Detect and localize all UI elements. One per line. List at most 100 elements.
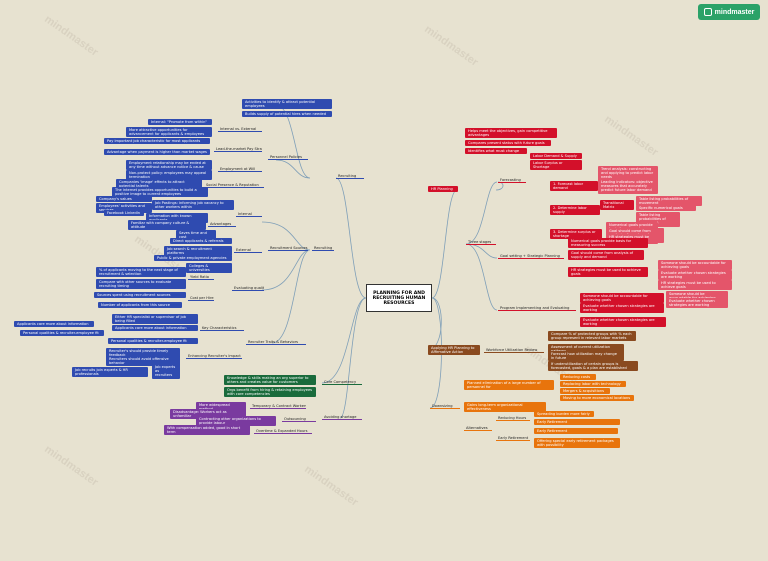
planning-node[interactable]: Forecasting <box>498 178 526 184</box>
recruiting-node[interactable]: The internet provides opportunities to b… <box>112 187 208 198</box>
recruiting-node[interactable]: Sources spent using recruitment sources <box>94 292 186 299</box>
downsizing-node[interactable]: Early Retirement <box>534 419 620 426</box>
planning-node[interactable]: Labor Surplus or Shortage <box>530 160 582 171</box>
affirmative-node[interactable]: Forecast how utilization may change in f… <box>548 351 624 362</box>
recruiting-node[interactable]: Job recruits join experts & HR professio… <box>72 367 148 378</box>
competency-node[interactable]: Orgs benefit from hiring & retaining emp… <box>224 387 316 398</box>
recruiting-node[interactable]: Pay important job characteristic for mos… <box>104 138 210 145</box>
recruiting-node[interactable]: Advantages <box>208 222 236 228</box>
recruiting-node[interactable]: % of applicants moving to the next stage… <box>96 267 186 278</box>
affirmative-node[interactable]: Compare % of protected groups with % eac… <box>548 331 636 342</box>
recruiting-node[interactable]: Internal: "Promote from within" <box>148 119 212 126</box>
recruiting-node[interactable]: Internal vs. External <box>218 127 262 133</box>
recruiting-node[interactable]: Familiar with company culture & attitude <box>128 220 206 231</box>
topic-recruiting[interactable]: Recruiting <box>336 174 364 180</box>
downsizing-node[interactable]: Reducing Hours <box>496 416 530 422</box>
downsizing-node[interactable]: Spreading burden more fairly <box>534 411 594 418</box>
recruiting-node[interactable]: External <box>234 248 262 254</box>
planning-node[interactable]: Evaluate whether chosen strategies are w… <box>580 303 664 314</box>
shortage-node[interactable]: With compensation added, good in short t… <box>164 425 250 436</box>
recruiting-node[interactable]: Activities to identify & attract potenti… <box>242 99 332 110</box>
recruiting-node[interactable]: Advantage when payment is higher than ma… <box>104 149 210 156</box>
topic-hr-planning[interactable]: HR Planning <box>428 186 458 193</box>
recruiting-node[interactable]: Compare with other sources to evaluate r… <box>96 279 186 290</box>
planning-node[interactable]: Trend analysis: constructing and applyin… <box>598 166 658 181</box>
planning-node[interactable]: Goal setting + Strategic Planning <box>498 254 564 260</box>
planning-node[interactable]: Three stages <box>466 240 496 246</box>
recruiting-node[interactable]: Lead-the-market Pay Strategies <box>214 147 262 153</box>
downsizing-node[interactable]: Gains long-term organizational effective… <box>464 402 546 413</box>
recruiting-node[interactable]: Enhancing Recruiter's Impact <box>186 354 242 360</box>
recruiting-node[interactable]: Public & private employment agencies <box>154 255 232 262</box>
recruiting-node[interactable]: Personnel Policies <box>268 155 308 161</box>
recruiting-node[interactable]: Recruiters should avoid offensive behavi… <box>106 356 180 367</box>
recruiting-node[interactable]: Facebook LinkedIn <box>104 210 144 217</box>
planning-node[interactable]: Specific numerical goals <box>636 205 696 212</box>
planning-node[interactable]: Identifies what must change <box>465 148 527 155</box>
downsizing-node[interactable]: Planned elimination of a large number of… <box>464 380 554 391</box>
recruiting-node[interactable]: Company's values <box>96 196 152 203</box>
recruiting-node[interactable]: Social Presence & Reputation <box>204 183 264 189</box>
downsizing-node[interactable]: Early Retirement <box>496 436 530 442</box>
recruiting-node[interactable]: Number of applicants from this source <box>98 302 182 309</box>
shortage-node[interactable]: Overtime & Expanded Hours <box>254 429 312 435</box>
recruiting-node[interactable]: Cost per Hire <box>188 296 214 302</box>
recruiting-node[interactable]: Direct applicants & referrals <box>170 238 232 245</box>
planning-node[interactable]: Compares present status with future goal… <box>465 140 551 147</box>
planning-node[interactable]: Someone should be accountable for achiev… <box>658 260 732 271</box>
recruiting-node[interactable]: Employment at Will <box>218 167 262 173</box>
recruiting-node[interactable]: Non-protect policy: employees may appeal… <box>126 170 212 181</box>
planning-node[interactable]: Numerical goals provide basis for measur… <box>568 238 648 249</box>
recruiting-node[interactable]: Personal qualities & recruiter-employee … <box>20 330 104 337</box>
planning-node[interactable]: 3. Determine surplus or shortage <box>550 229 602 240</box>
recruiting-node[interactable]: Colleges & universities <box>186 263 232 274</box>
recruiting-node[interactable]: Recruiter's should provide timely feedba… <box>106 348 180 359</box>
affirmative-node[interactable]: Workforce Utilization Review <box>484 348 544 354</box>
downsizing-node[interactable]: Early Retirement <box>534 428 618 435</box>
recruiting-node[interactable]: Job experts as recruiters <box>152 364 180 379</box>
planning-node[interactable]: Program Implementing and Evaluating <box>498 306 576 312</box>
affirmative-node[interactable]: If underutilization of certain groups is… <box>548 361 638 372</box>
planning-node[interactable]: HR strategies must be used to achieve go… <box>658 280 732 291</box>
downsizing-node[interactable]: Offering special early retirement packag… <box>534 438 620 449</box>
planning-node[interactable]: Someone should be accountable for achiev… <box>580 293 664 304</box>
recruiting-node[interactable]: More attractive opportunities for advanc… <box>126 127 212 138</box>
recruiting-node[interactable]: Employment relationship may be ended at … <box>126 160 212 171</box>
recruiting-node[interactable]: Recruiter Traits & Behaviors <box>246 340 306 346</box>
recruiting-node[interactable]: Key Characteristics <box>200 326 244 332</box>
recruiting-node[interactable]: Internal <box>236 212 262 218</box>
competency-node[interactable]: Knowledge & skills making an org superio… <box>224 375 316 386</box>
recruiting-node[interactable]: Companies 'image' effects to attract pot… <box>116 179 202 190</box>
recruiting-node[interactable]: Recruiting <box>312 246 334 252</box>
planning-node[interactable]: Transitional Matrix <box>600 200 634 211</box>
recruiting-node[interactable]: Either HR specialist or supervisor of jo… <box>112 314 198 325</box>
shortage-node[interactable]: Outsourcing <box>282 417 316 423</box>
shortage-node[interactable]: Disadvantage: Workers act as unfamiliar <box>170 409 246 420</box>
topic-downsizing[interactable]: Downsizing <box>430 404 460 410</box>
planning-node[interactable]: HR strategies must be used to achieve go… <box>568 267 648 278</box>
planning-node[interactable]: 1. Forecast labor demand <box>550 181 598 192</box>
downsizing-node[interactable]: Replacing labor with technology <box>560 381 626 388</box>
topic-affirmative-action[interactable]: Applying HR Planning to Affirmative Acti… <box>428 345 480 356</box>
recruiting-node[interactable]: Builds supply of potential hires when ne… <box>242 111 332 118</box>
topic-core-competency[interactable]: Core Competency <box>322 380 362 386</box>
planning-node[interactable]: Evaluate whether chosen strategies are w… <box>580 317 666 328</box>
planning-node[interactable]: Evaluate whether chosen strategies are w… <box>666 298 728 309</box>
planning-node[interactable]: Table listing probabilities of movement <box>636 196 702 207</box>
planning-node[interactable]: 2. Determine labor supply <box>550 205 600 216</box>
downsizing-node[interactable]: Reducing costs <box>560 374 596 381</box>
shortage-node[interactable]: Temporary & Contract Workers <box>250 404 306 410</box>
recruiting-node[interactable]: Applicants care more about information <box>14 321 94 328</box>
downsizing-node[interactable]: Moving to more economical locations <box>560 395 634 402</box>
shortage-node[interactable]: Contracting other organizations to provi… <box>196 416 276 427</box>
recruiting-node[interactable]: Job Postings: informing job vacancy to o… <box>152 200 234 211</box>
recruiting-node[interactable]: Recruitment Sources <box>268 246 308 252</box>
recruiting-node[interactable]: Evaluating quality <box>232 286 264 292</box>
planning-node[interactable]: Leading indicators: objective measures t… <box>598 179 658 194</box>
recruiting-node[interactable]: Applicants care more about information <box>112 325 198 332</box>
planning-node[interactable]: Helps meet the objectives, gain competit… <box>465 128 557 139</box>
central-topic[interactable]: PLANNING FOR AND RECRUITING HUMAN RESOUR… <box>366 284 432 312</box>
downsizing-node[interactable]: Mergers & acquisitions <box>560 388 610 395</box>
recruiting-node[interactable]: Saves time and cost <box>176 230 216 241</box>
planning-node[interactable]: Labor Demand & Supply <box>530 153 582 160</box>
